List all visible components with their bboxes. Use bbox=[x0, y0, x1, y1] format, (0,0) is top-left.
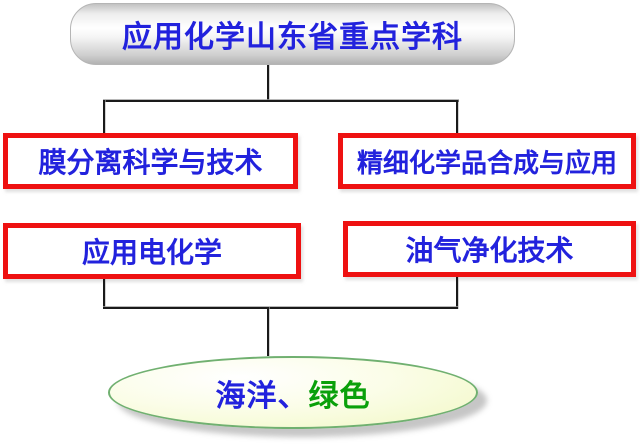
branch-box-fine-chemicals: 精细化学品合成与应用 bbox=[338, 133, 636, 189]
result-ellipse: 海洋、绿色 bbox=[108, 356, 478, 429]
branch-box-label: 油气净化技术 bbox=[405, 235, 574, 266]
root-node: 应用化学山东省重点学科 bbox=[70, 3, 515, 65]
branch-box-label: 精细化学品合成与应用 bbox=[356, 147, 617, 178]
branch-box-membrane-separation: 膜分离科学与技术 bbox=[3, 133, 298, 189]
connector-bottom-horizontal bbox=[103, 307, 458, 309]
connector-top-drop-right bbox=[456, 100, 458, 133]
branch-box-oil-gas-purification: 油气净化技术 bbox=[343, 221, 636, 277]
branch-box-applied-electrochemistry: 应用电化学 bbox=[3, 223, 301, 279]
result-label: 海洋、绿色 bbox=[216, 371, 371, 415]
connector-bottom-rise-right bbox=[456, 277, 458, 309]
branch-box-label: 膜分离科学与技术 bbox=[38, 147, 263, 178]
connector-bottom-rise-left bbox=[103, 279, 105, 309]
branch-box-label: 应用电化学 bbox=[81, 237, 222, 268]
connector-result-stem bbox=[267, 307, 269, 356]
connector-root-stem bbox=[267, 65, 269, 101]
connector-top-horizontal bbox=[103, 100, 459, 102]
result-label-segment-ocean: 海洋、 bbox=[215, 379, 309, 413]
result-label-segment-green: 绿色 bbox=[308, 379, 371, 413]
root-node-label: 应用化学山东省重点学科 bbox=[122, 21, 463, 54]
connector-top-drop-left bbox=[103, 100, 105, 133]
